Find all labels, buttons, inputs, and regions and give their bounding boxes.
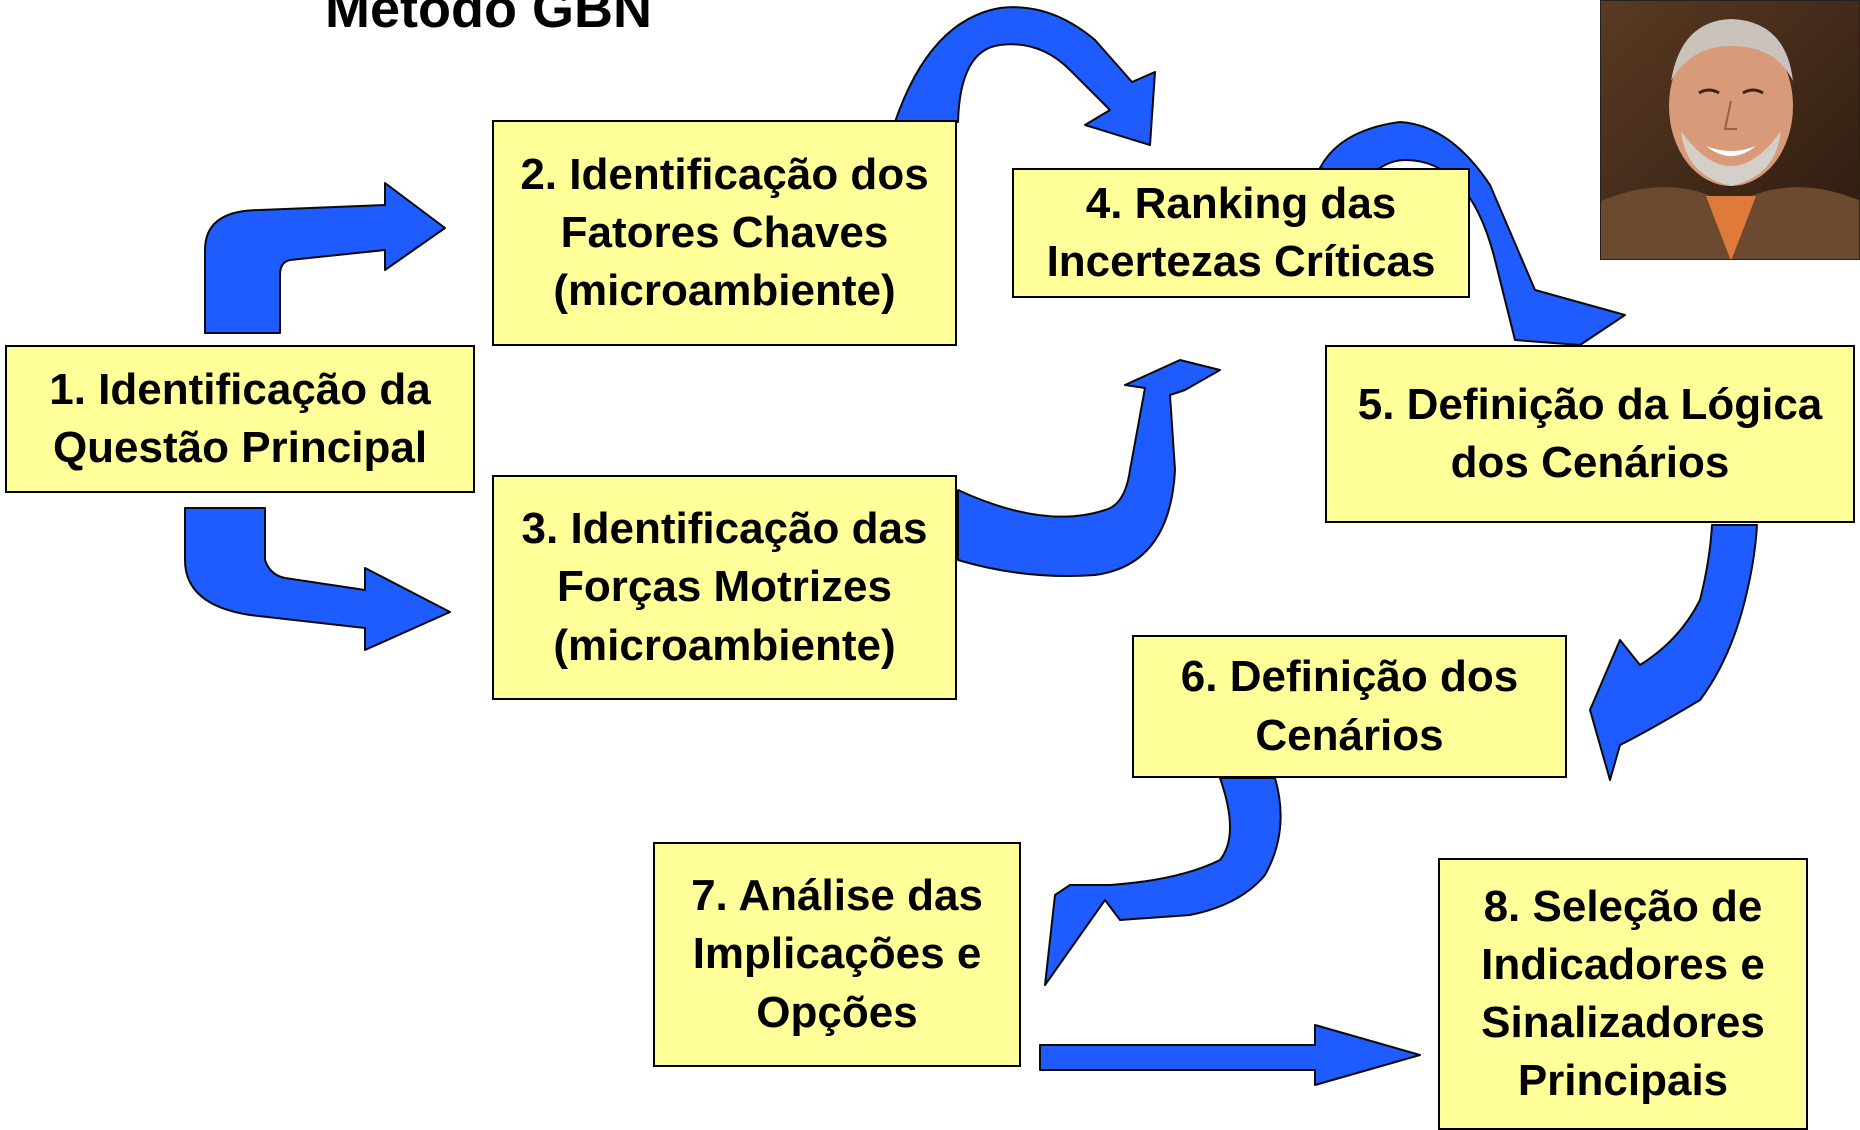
step-3-box: 3. Identificação das Forças Motrizes (mi… xyxy=(492,475,957,700)
portrait-photo xyxy=(1600,0,1860,260)
step-4-label: 4. Ranking das Incertezas Críticas xyxy=(1046,178,1436,286)
arrow-7-to-8 xyxy=(1039,1024,1421,1086)
step-7-label: 7. Análise das Implicações e Opções xyxy=(691,871,983,1037)
step-8-box: 8. Seleção de Indicadores e Sinalizadore… xyxy=(1438,858,1808,1130)
arrow-1-to-2 xyxy=(204,182,446,334)
step-1-label: 1. Identificação da Questão Principal xyxy=(49,364,431,472)
arrow-5-to-6 xyxy=(1589,524,1758,781)
arrow-1-to-3 xyxy=(184,507,451,651)
arrow-3-to-4 xyxy=(957,359,1221,577)
step-2-box: 2. Identificação dos Fatores Chaves (mic… xyxy=(492,120,957,346)
step-6-box: 6. Definição dos Cenários xyxy=(1132,635,1567,778)
step-5-label: 5. Definição da Lógica dos Cenários xyxy=(1357,379,1823,487)
step-2-label: 2. Identificação dos Fatores Chaves (mic… xyxy=(520,149,929,316)
arrow-6-to-7 xyxy=(1044,777,1282,986)
step-3-label: 3. Identificação das Forças Motrizes (mi… xyxy=(521,504,928,670)
step-6-label: 6. Definição dos Cenários xyxy=(1180,652,1519,760)
arrow-2-to-4 xyxy=(894,6,1156,146)
step-1-box: 1. Identificação da Questão Principal xyxy=(5,345,475,493)
page-title: Método GBN xyxy=(325,0,652,39)
step-5-box: 5. Definição da Lógica dos Cenários xyxy=(1325,345,1855,523)
step-8-label: 8. Seleção de Indicadores e Sinalizadore… xyxy=(1481,881,1765,1106)
step-7-box: 7. Análise das Implicações e Opções xyxy=(653,842,1021,1067)
step-4-box: 4. Ranking das Incertezas Críticas xyxy=(1012,168,1470,298)
